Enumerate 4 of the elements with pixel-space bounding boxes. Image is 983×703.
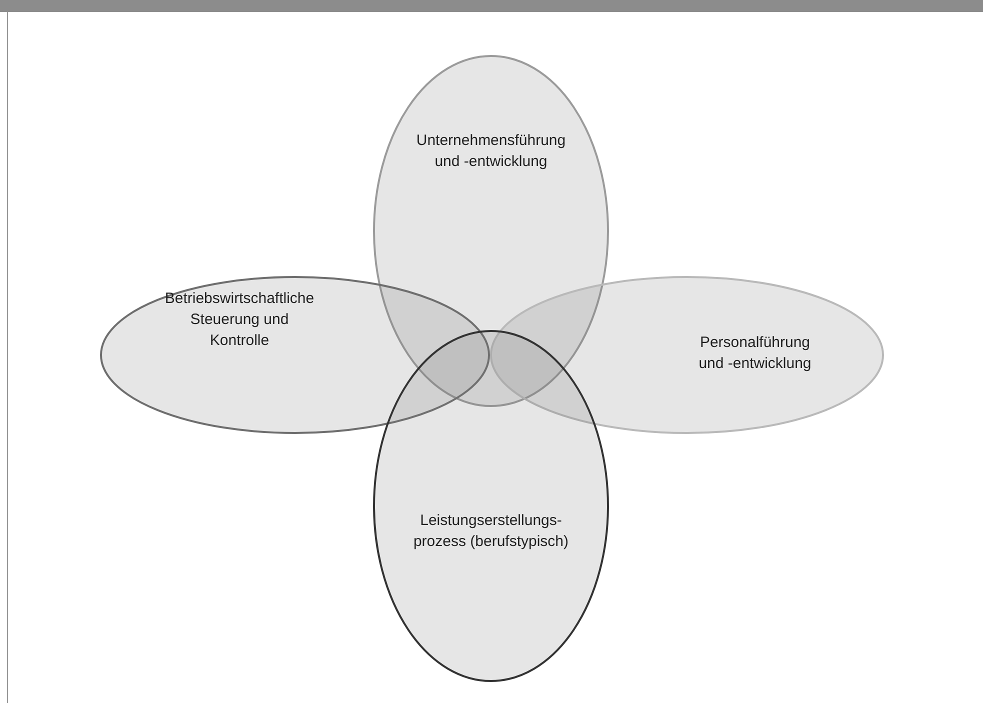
node-label: Personalführung und -entwicklung [698,333,812,374]
node-label: Unternehmensführung und -entwicklung [415,131,567,172]
node-label: Betriebswirtschaftliche Steuerung und Kontrolle [164,289,316,351]
node-label: Leistungserstellungs- prozess (berufstypisch) [412,511,570,552]
